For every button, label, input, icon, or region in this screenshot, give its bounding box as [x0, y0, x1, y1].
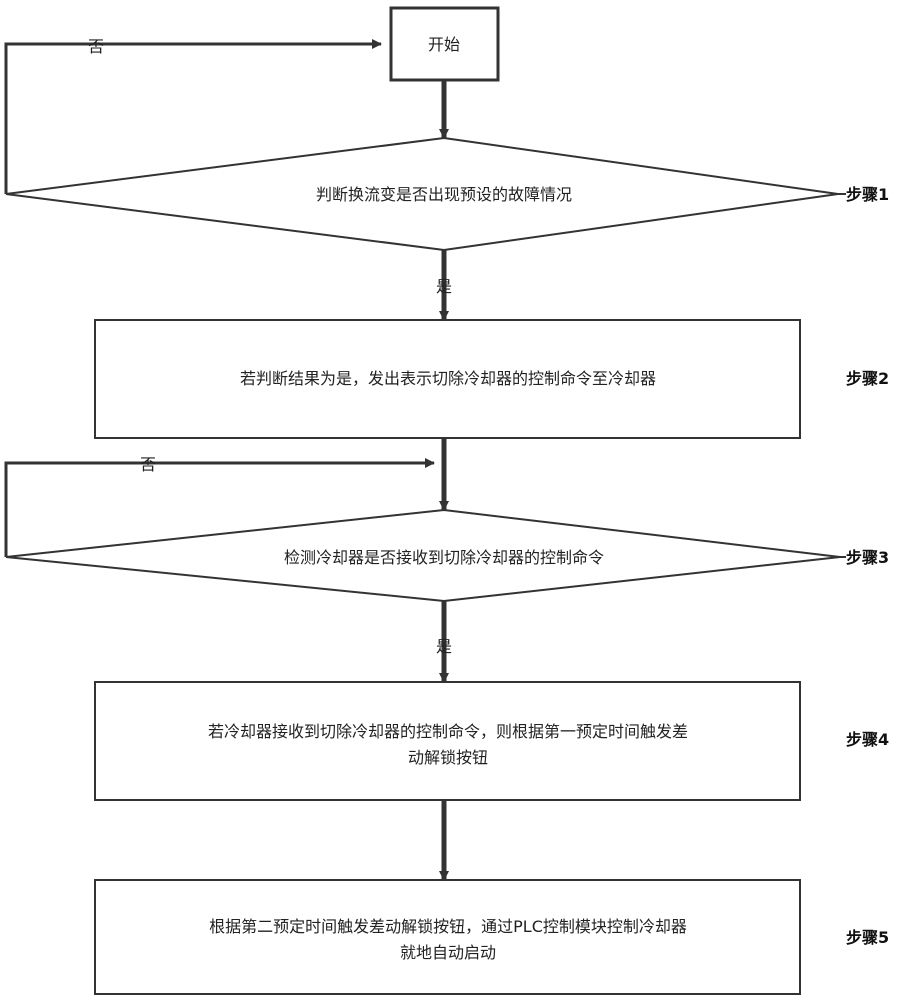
step2-label: 步骤2 — [846, 369, 889, 388]
process4-text-line1: 若冷却器接收到切除冷却器的控制命令，则根据第一预定时间触发差 — [208, 722, 688, 741]
yes-label-2: 是 — [436, 637, 452, 656]
step4-label: 步骤4 — [846, 730, 889, 749]
decision3-text: 检测冷却器是否接收到切除冷却器的控制命令 — [284, 548, 604, 567]
no-label-2: 否 — [140, 455, 156, 474]
step5-label: 步骤5 — [846, 928, 889, 947]
decision1-text: 判断换流变是否出现预设的故障情况 — [316, 185, 572, 204]
step3-label: 步骤3 — [846, 548, 889, 567]
process2-box — [94, 319, 801, 439]
process4-box — [94, 681, 801, 801]
no-loop-2 — [4, 458, 435, 557]
no-loop-1 — [4, 39, 382, 194]
yes-label-1: 是 — [436, 277, 452, 296]
process5-text-line1: 根据第二预定时间触发差动解锁按钮，通过PLC控制模块控制冷却器 — [209, 917, 687, 936]
no-label-1: 否 — [88, 37, 104, 56]
step1-label: 步骤1 — [846, 185, 889, 204]
process5-text-line2: 就地自动启动 — [400, 943, 496, 962]
start-box — [389, 6, 500, 82]
process2-text: 若判断结果为是，发出表示切除冷却器的控制命令至冷却器 — [240, 369, 656, 388]
process4-text-line2: 动解锁按钮 — [408, 748, 488, 767]
process5-box — [94, 879, 801, 995]
start-text: 开始 — [428, 35, 460, 54]
